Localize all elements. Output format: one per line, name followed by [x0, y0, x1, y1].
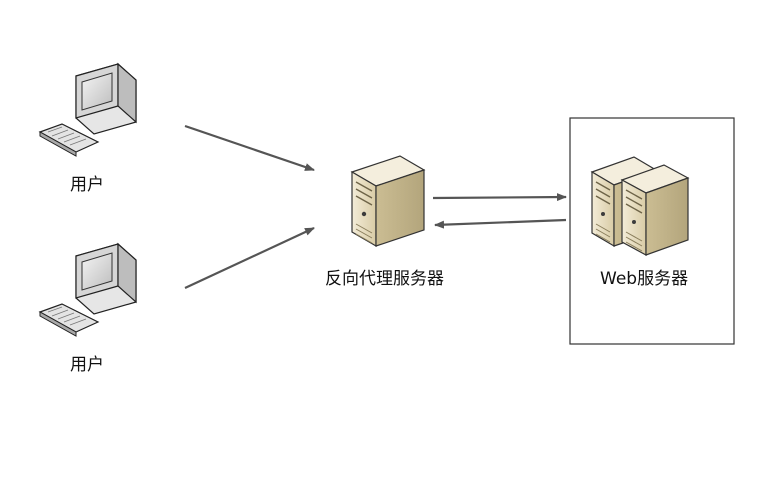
- arrow-web-to-proxy: [434, 218, 567, 229]
- arrow-client-top-to-proxy: [184, 124, 315, 172]
- client-top-label: 用户: [70, 175, 104, 195]
- server-cluster-icon: [590, 156, 690, 257]
- computer-icon: [38, 242, 137, 337]
- computer-icon: [38, 62, 137, 157]
- server-icon: [350, 155, 426, 248]
- web-server-box: [569, 117, 735, 345]
- arrow-client-bottom-to-proxy: [184, 227, 315, 289]
- client-bottom-label: 用户: [70, 355, 104, 375]
- web-server-label: Web服务器: [600, 269, 689, 289]
- arrow-proxy-to-web: [432, 193, 567, 202]
- proxy-label: 反向代理服务器: [325, 269, 444, 289]
